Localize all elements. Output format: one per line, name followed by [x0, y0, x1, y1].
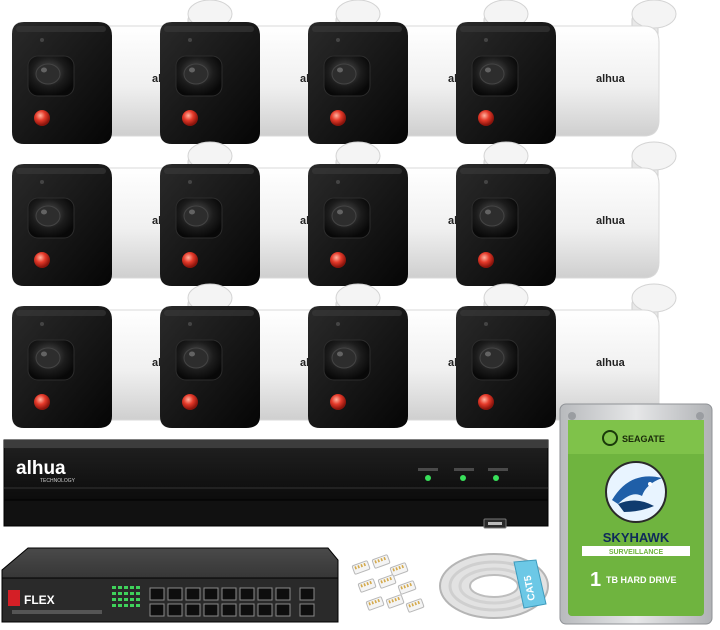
rj45-connectors	[351, 554, 425, 613]
bullet-camera: alhua	[456, 283, 677, 428]
switch-led	[130, 586, 134, 589]
switch-port	[185, 587, 201, 601]
switch-led	[136, 586, 140, 589]
switch-port	[275, 603, 291, 617]
nvr-recorder: alhua TECHNOLOGY	[3, 439, 549, 529]
switch-port	[239, 603, 255, 617]
switch-uplink-port-1	[299, 587, 315, 601]
rj45-connector	[397, 580, 417, 595]
switch-port	[257, 587, 273, 601]
switch-led	[136, 598, 140, 601]
cable-label: CAT5	[523, 574, 538, 601]
switch-brand-logo: FLEX	[24, 593, 55, 607]
switch-status-leds	[112, 586, 140, 607]
rj45-connector	[365, 596, 385, 611]
switch-led	[124, 592, 128, 595]
nvr-hdd-led	[493, 475, 499, 481]
nvr-net-led	[460, 475, 466, 481]
rj45-connector	[377, 574, 397, 589]
rj45-connector	[389, 562, 409, 577]
rj45-connector	[357, 578, 377, 593]
hdd-subtitle: SURVEILLANCE	[609, 549, 664, 556]
switch-led	[130, 598, 134, 601]
switch-port	[275, 587, 291, 601]
cable-roll: CAT5	[439, 553, 549, 619]
switch-port	[149, 603, 165, 617]
switch-port	[167, 587, 183, 601]
switch-port	[167, 603, 183, 617]
switch-led	[136, 604, 140, 607]
switch-port	[149, 587, 165, 601]
switch-port	[203, 603, 219, 617]
nvr-brand-sub: TECHNOLOGY	[40, 478, 76, 484]
switch-led	[112, 604, 116, 607]
switch-led	[130, 604, 134, 607]
switch-ports	[149, 587, 291, 617]
switch-led	[112, 592, 116, 595]
switch-led	[118, 592, 122, 595]
switch-led	[130, 592, 134, 595]
hdd-capacity-label: TB HARD DRIVE	[606, 575, 677, 585]
rj45-connector	[371, 554, 391, 569]
hdd-product-name: SKYHAWK	[603, 530, 670, 545]
bullet-camera: alhua	[456, 141, 677, 286]
rj45-connector	[351, 560, 371, 575]
switch-led	[112, 598, 116, 601]
camera-brand-logo: alhua	[596, 73, 626, 85]
switch-port	[257, 603, 273, 617]
switch-led	[124, 598, 128, 601]
skyhawk-emblem-icon	[605, 461, 667, 523]
switch-led	[118, 598, 122, 601]
nvr-power-led	[425, 475, 431, 481]
switch-port	[221, 603, 237, 617]
switch-led	[112, 586, 116, 589]
switch-led	[136, 592, 140, 595]
switch-port	[221, 587, 237, 601]
camera-grid: alhua alhua	[12, 0, 677, 428]
switch-port	[185, 603, 201, 617]
switch-led	[118, 586, 122, 589]
hard-drive: SEAGATE SKYHAWK SURVEILLANCE 1 TB HARD D…	[559, 403, 713, 625]
rj45-connector	[385, 594, 405, 609]
rj45-connector	[405, 598, 425, 613]
switch-led	[124, 604, 128, 607]
hdd-brand: SEAGATE	[622, 434, 665, 444]
camera-brand-logo: alhua	[596, 215, 626, 227]
switch-led	[118, 604, 122, 607]
switch-led	[124, 586, 128, 589]
bullet-camera: alhua	[308, 0, 529, 144]
poe-switch: FLEX	[1, 547, 339, 623]
bullet-camera: alhua	[456, 0, 677, 144]
switch-uplink-port-2	[299, 603, 315, 617]
hdd-capacity-number: 1	[590, 569, 601, 591]
nvr-brand-logo: alhua	[16, 458, 66, 479]
switch-port	[239, 587, 255, 601]
switch-port	[203, 587, 219, 601]
camera-brand-logo: alhua	[596, 357, 626, 369]
